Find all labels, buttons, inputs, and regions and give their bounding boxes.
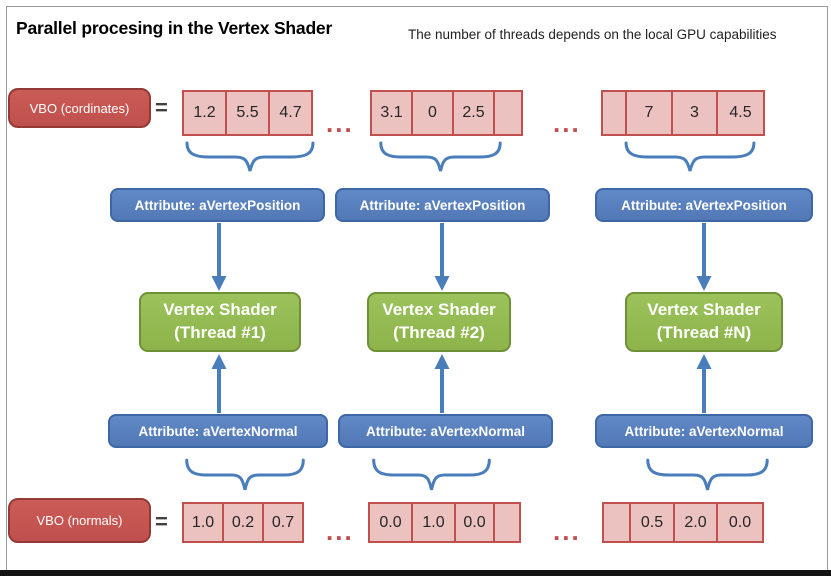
array-cell: 3.1 [370,90,413,136]
array-cell [601,90,627,136]
normal-array-3: 0.5 2.0 0.0 [602,502,764,543]
up-arrow-icon [695,354,713,413]
up-arrow-icon [433,354,451,413]
array-cell: 1.2 [182,90,227,136]
vbo-normals-label: VBO (normals) [8,498,151,543]
array-cell: 4.7 [268,90,313,136]
ellipsis: ... [553,516,581,546]
array-cell [493,502,521,543]
shader-thread: (Thread #N) [656,323,752,342]
attribute-position-box-3: Attribute: aVertexPosition [595,188,813,222]
attribute-position-box-2: Attribute: aVertexPosition [335,188,550,222]
shader-name: Vertex Shader [382,300,496,320]
array-cell: 5.5 [225,90,270,136]
curly-brace-icon [183,141,317,173]
array-cell: 2.0 [673,502,718,543]
array-cell: 0.0 [454,502,495,543]
array-cell [602,502,631,543]
array-cell: 1.0 [411,502,456,543]
array-cell: 7 [625,90,673,136]
up-arrow-icon [210,354,228,413]
shader-name: Vertex Shader [163,300,277,320]
shader-thread: (Thread #1) [174,323,266,342]
curly-brace-icon [377,141,504,173]
array-cell: 0 [411,90,454,136]
array-cell: 0.0 [716,502,764,543]
ellipsis: ... [326,516,354,546]
vertex-shader-box-3: Vertex Shader (Thread #N) [625,292,783,352]
curly-brace-icon [622,141,758,173]
array-cell: 0.0 [368,502,413,543]
attribute-position-box-1: Attribute: aVertexPosition [110,188,325,222]
attribute-normal-box-3: Attribute: aVertexNormal [595,414,813,448]
vertex-shader-box-1: Vertex Shader (Thread #1) [139,292,301,352]
curly-brace-icon [183,458,307,492]
page-subtitle: The number of threads depends on the loc… [408,27,777,42]
curly-brace-icon [644,458,771,492]
equals-sign: = [155,95,168,120]
vertex-shader-box-2: Vertex Shader (Thread #2) [367,292,511,352]
attribute-normal-box-2: Attribute: aVertexNormal [338,414,553,448]
down-arrow-icon [695,223,713,291]
array-cell: 4.5 [716,90,765,136]
down-arrow-icon [210,223,228,291]
array-cell: 0.5 [629,502,675,543]
normal-array-2: 0.0 1.0 0.0 [368,502,521,543]
vbo-coordinates-label: VBO (cordinates) [8,88,151,128]
array-cell: 0.2 [222,502,264,543]
array-cell: 0.7 [262,502,304,543]
coordinate-array-3: 7 3 4.5 [601,90,765,136]
ellipsis: ... [326,108,354,138]
shader-thread: (Thread #2) [393,323,485,342]
ellipsis: ... [553,108,581,138]
array-cell: 3 [671,90,718,136]
equals-sign: = [155,509,168,534]
array-cell: 1.0 [182,502,224,543]
bottom-border-bar [0,570,831,576]
curly-brace-icon [370,458,493,492]
attribute-normal-box-1: Attribute: aVertexNormal [108,414,328,448]
normal-array-1: 1.0 0.2 0.7 [182,502,304,543]
array-cell [493,90,523,136]
down-arrow-icon [433,223,451,291]
coordinate-array-1: 1.2 5.5 4.7 [182,90,313,136]
page-title: Parallel procesing in the Vertex Shader [16,18,333,38]
array-cell: 2.5 [452,90,495,136]
shader-name: Vertex Shader [647,300,761,320]
coordinate-array-2: 3.1 0 2.5 [370,90,523,136]
